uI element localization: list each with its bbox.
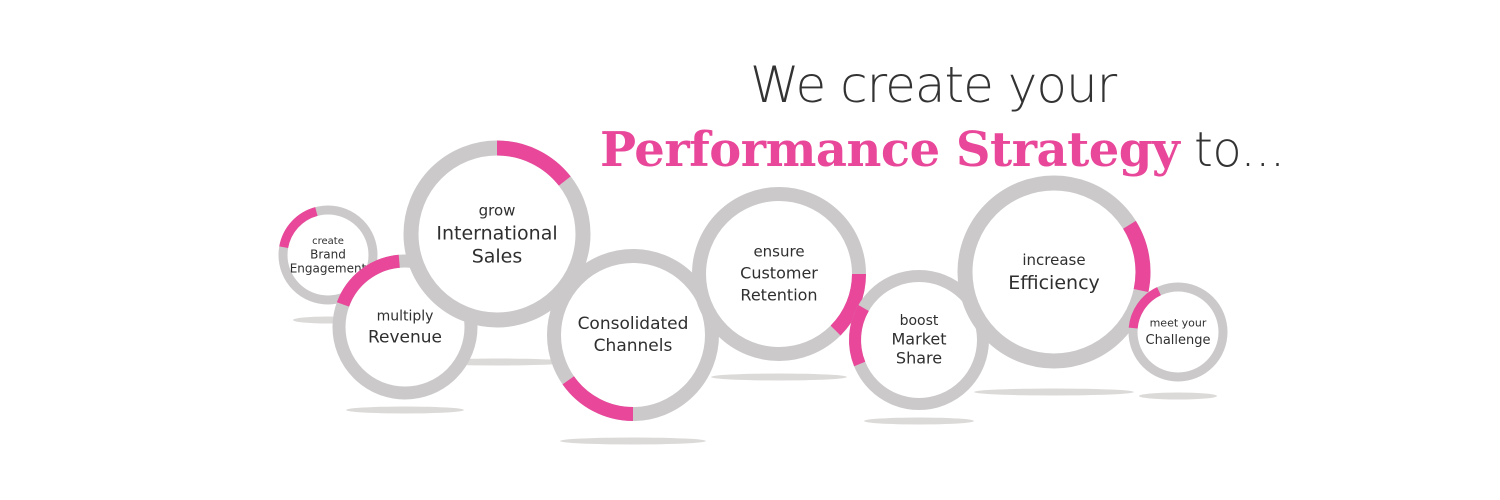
bubble-accent-arc-intl (496, 140, 571, 186)
bubble-ring-challenge (1128, 282, 1228, 382)
bubble-shadow-revenue (346, 406, 464, 414)
bubble-label-intl-1: International (436, 223, 557, 245)
bubble-accent-arc-retention (830, 273, 866, 336)
bubble-ring-brand (278, 205, 378, 305)
bubble-label-brand-2: Engagement (290, 262, 367, 276)
bubble-accent-arc-efficiency (1122, 220, 1151, 293)
bubble-accent-arc-market (849, 305, 869, 367)
bubble-label-brand-0: create (312, 236, 344, 247)
bubble-label-challenge-0: meet your (1150, 317, 1207, 330)
bubble-accent-arc-brand (279, 207, 318, 249)
bubble-label-channels-0: Consolidated (578, 314, 689, 334)
bubble-label-efficiency-1: Efficiency (1008, 272, 1100, 294)
headline-line-2: Performance Strategy to... (600, 126, 1285, 174)
bubble-shadow-retention (711, 373, 847, 381)
bubble-label-market-2: Share (896, 349, 942, 368)
bubble-shadow-channels (560, 437, 706, 445)
bubble-label-market-1: Market (892, 330, 947, 349)
bubble-shadow-efficiency (974, 388, 1134, 396)
bubble-label-challenge-1: Challenge (1146, 333, 1211, 348)
bubble-label-revenue-0: multiply (377, 309, 434, 325)
bubble-accent-arc-revenue (336, 254, 401, 307)
bubble-label-retention-0: ensure (753, 243, 804, 261)
bubble-accent-arc-challenge (1128, 287, 1162, 329)
bubble-shadow-market (864, 417, 974, 425)
headline-accent: Performance Strategy (600, 122, 1180, 178)
bubble-label-retention-1: Customer (740, 264, 818, 283)
bubble-label-efficiency-0: increase (1022, 251, 1085, 269)
bubble-shadow-challenge (1139, 392, 1217, 400)
bubble-label-brand-1: Brand (310, 248, 346, 262)
bubble-label-revenue-1: Revenue (368, 328, 442, 348)
bubble-label-market-0: boost (900, 313, 939, 329)
bubble-label-intl-0: grow (479, 202, 516, 220)
bubble-accent-arc-channels (562, 376, 634, 421)
bubble-label-channels-1: Channels (594, 336, 673, 356)
headline-tail: to... (1194, 122, 1285, 178)
bubble-label-retention-2: Retention (740, 286, 817, 305)
bubble-label-intl-2: Sales (472, 246, 523, 268)
headline-line-1: We create your (750, 56, 1117, 114)
